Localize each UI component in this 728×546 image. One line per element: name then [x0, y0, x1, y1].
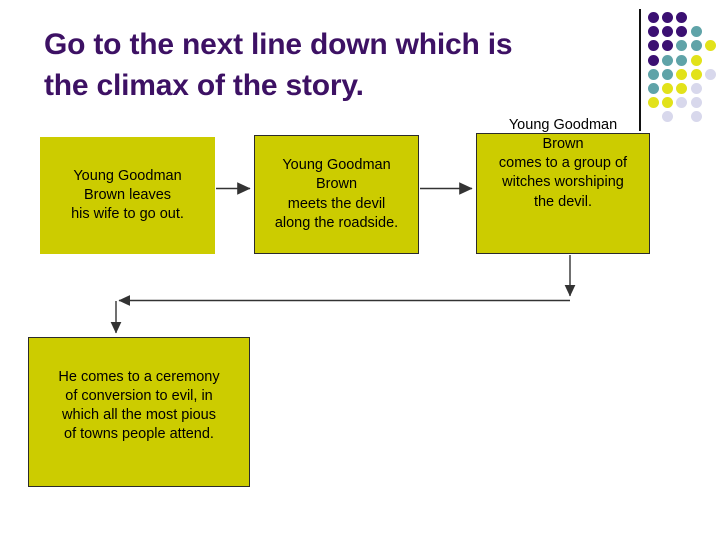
dot-lavender — [690, 97, 702, 109]
flow-box-meets-the-devil[interactable]: Young Goodman Brown meets the devil alon… — [254, 135, 419, 254]
dot-yellow — [662, 83, 674, 94]
dot-purple — [648, 54, 659, 66]
dot-purple — [662, 12, 674, 23]
dot-purple — [662, 26, 674, 38]
box1-line-3: his wife to go out. — [71, 206, 184, 223]
flow-box-group-of-witches[interactable]: Young Goodman Brown comes to a group of … — [476, 117, 650, 254]
dot-lavender — [704, 68, 716, 80]
flow-box-ceremony-of-conversion[interactable]: He comes to a ceremony of conversion to … — [28, 337, 250, 487]
dot-teal — [662, 68, 674, 80]
dot-lavender — [690, 83, 702, 94]
dot-lavender — [690, 111, 702, 123]
dot-teal — [662, 54, 674, 66]
dot-yellow — [690, 68, 702, 80]
box3-line-4: witches worshiping — [502, 174, 624, 191]
box4-line-4: of towns people attend. — [64, 426, 214, 443]
dot-teal — [690, 26, 702, 38]
vertical-rule — [639, 9, 641, 131]
dot-yellow — [662, 97, 674, 109]
dot-purple — [648, 12, 659, 23]
box3-text: Young Goodman Brown comes to a group of … — [477, 116, 649, 212]
box2-line-1: Young Goodman — [282, 157, 391, 174]
box1-line-2: Brown leaves — [83, 186, 172, 203]
dot-purple — [648, 40, 659, 52]
page-title: Go to the next line down which is the cl… — [44, 24, 624, 107]
dot-teal — [648, 83, 659, 94]
dot-lavender — [676, 97, 688, 109]
title-line-1: Go to the next line down which is — [44, 28, 513, 61]
box4-line-2: of conversion to evil, in — [65, 387, 213, 404]
box2-line-3: meets the devil — [287, 195, 386, 212]
title-line-2: the climax of the story. — [44, 69, 364, 103]
dot-grid-decoration — [636, 6, 728, 131]
dot-teal — [690, 40, 702, 52]
box3-line-5: the devil. — [533, 193, 593, 210]
box1-line-1: Young Goodman — [73, 167, 182, 184]
box4-text: He comes to a ceremony of conversion to … — [29, 368, 249, 445]
dot-yellow — [676, 83, 688, 94]
box2-line-4: along the roadside. — [274, 214, 399, 231]
dot-yellow — [676, 68, 688, 80]
box4-line-3: which all the most pious — [62, 407, 216, 423]
dot-teal — [676, 54, 688, 66]
dot-yellow — [648, 97, 659, 109]
box2-line-2: Brown — [315, 176, 358, 193]
flow-box-young-goodman-brown-leaves[interactable]: Young Goodman Brown leaves his wife to g… — [40, 137, 215, 254]
dot-purple — [662, 40, 674, 52]
dot-teal — [676, 40, 688, 52]
box3-line-1: Young Goodman — [508, 117, 618, 133]
dot-yellow — [690, 54, 702, 66]
box3-line-3: comes to a group of — [498, 155, 628, 172]
dot-purple — [676, 26, 688, 38]
box3-line-2: Brown — [542, 136, 584, 153]
dot-lavender — [662, 111, 674, 123]
dot-purple — [676, 12, 688, 23]
box4-line-1: He comes to a ceremony — [58, 368, 220, 385]
dot-yellow — [704, 40, 716, 52]
dot-purple — [648, 26, 659, 38]
dot-teal — [648, 68, 659, 80]
